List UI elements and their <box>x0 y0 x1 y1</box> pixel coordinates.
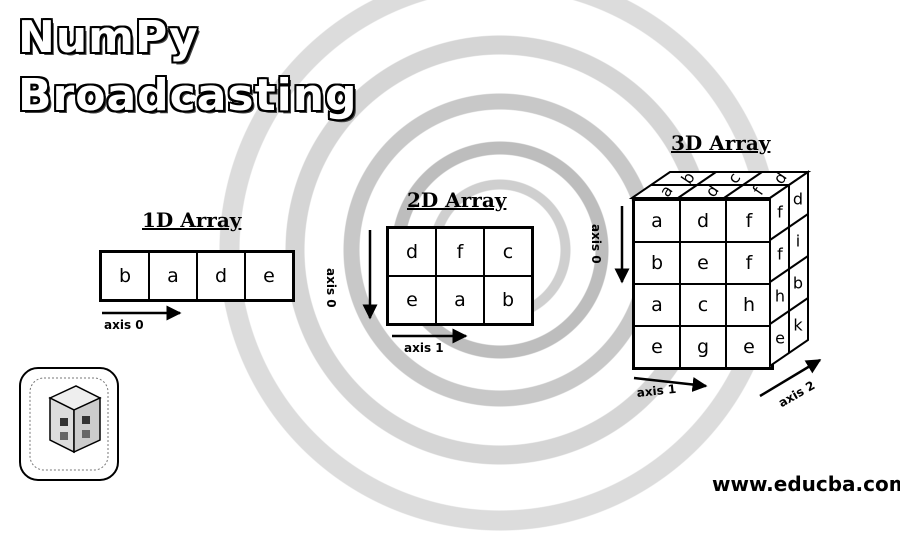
array-3d-side-cell: b <box>793 274 803 293</box>
array-3d-front-cell: e <box>634 326 680 368</box>
heading-3d-array: 3D Array <box>671 131 771 155</box>
numpy-cube-logo-icon <box>19 367 119 481</box>
array-2d-cell: c <box>484 228 532 276</box>
array-2d-cell: e <box>388 276 436 324</box>
heading-2d-array: 2D Array <box>407 188 507 212</box>
array-3d-front-cell: c <box>680 284 726 326</box>
array-2d-cell: b <box>484 276 532 324</box>
array-3d-front-cell: a <box>634 200 680 242</box>
axis-0-label-1d: axis 0 <box>104 318 144 332</box>
array-1d-cell: d <box>197 252 245 300</box>
array-3d-side-cell: k <box>793 316 803 335</box>
array-3d-front-cell: a <box>634 284 680 326</box>
array-2d-cell: f <box>436 228 484 276</box>
array-3d-front-cell: e <box>680 242 726 284</box>
diagram-canvas: NumPy Broadcasting 1D Array b a d e axis… <box>18 0 900 560</box>
array-3d-front-cell: g <box>680 326 726 368</box>
website-url: www.educba.com <box>712 472 900 496</box>
axis-1-label-2d: axis 1 <box>404 341 444 355</box>
array-3d-side-cell: h <box>775 287 785 306</box>
array-2d-grid: d f c e a b <box>386 226 534 326</box>
array-2d-cell: d <box>388 228 436 276</box>
array-1d-cell: e <box>245 252 293 300</box>
array-3d-side-cell: f <box>777 203 783 222</box>
array-1d-grid: b a d e <box>99 250 295 302</box>
array-3d-side-cell: i <box>796 232 800 251</box>
array-3d-side-cell: f <box>777 245 783 264</box>
array-3d-front-cell: d <box>680 200 726 242</box>
page-title-line-2: Broadcasting <box>18 70 358 121</box>
axis-2-arrow-3d <box>759 358 822 398</box>
array-1d-cell: a <box>149 252 197 300</box>
page-title-line-1: NumPy <box>18 12 199 63</box>
array-2d-cell: a <box>436 276 484 324</box>
array-3d-front-face: a d f b e f a c h e g e <box>632 198 774 370</box>
array-3d-front-cell: b <box>634 242 680 284</box>
array-1d-cell: b <box>101 252 149 300</box>
heading-1d-array: 1D Array <box>142 208 242 232</box>
array-3d-side-cell: d <box>793 190 803 209</box>
array-3d-side-face <box>769 170 809 368</box>
axis-1-arrow-3d <box>633 376 708 392</box>
array-3d-side-cell: e <box>775 329 785 348</box>
